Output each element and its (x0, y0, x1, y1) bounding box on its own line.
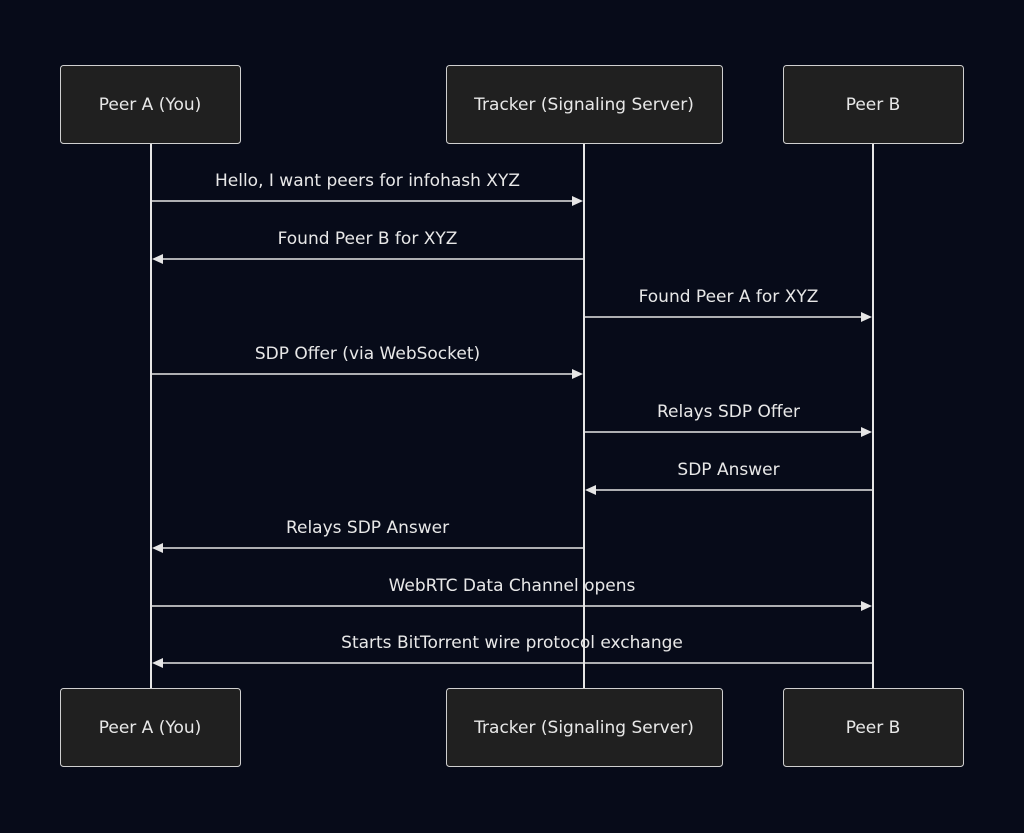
participant-box (446, 688, 723, 767)
participant-top-tracker-signaling-server: Tracker (Signaling Server) (446, 65, 723, 144)
participant-box (783, 65, 964, 144)
message-6: SDP Answer (585, 460, 873, 495)
participant-label: Peer B (846, 718, 901, 738)
participant-label: Peer B (846, 95, 901, 115)
participant-bottom-peer-b: Peer B (783, 688, 964, 767)
message-label: SDP Offer (via WebSocket) (255, 344, 480, 364)
arrowhead-icon (585, 485, 596, 495)
message-7: Relays SDP Answer (152, 518, 584, 553)
arrowhead-icon (152, 658, 163, 668)
message-5: Relays SDP Offer (584, 402, 872, 437)
participant-box (446, 65, 723, 144)
message-label: Starts BitTorrent wire protocol exchange (341, 633, 683, 653)
participant-top-peer-a-you: Peer A (You) (60, 65, 241, 144)
participant-bottom-tracker-signaling-server: Tracker (Signaling Server) (446, 688, 723, 767)
message-8: WebRTC Data Channel opens (151, 576, 872, 611)
participant-label: Peer A (You) (99, 718, 202, 738)
participant-box (783, 688, 964, 767)
participant-label: Tracker (Signaling Server) (473, 95, 694, 115)
arrowhead-icon (572, 369, 583, 379)
message-3: Found Peer A for XYZ (584, 287, 872, 322)
message-label: SDP Answer (677, 460, 779, 480)
participant-box (60, 65, 241, 144)
arrowhead-icon (152, 543, 163, 553)
arrowhead-icon (861, 427, 872, 437)
participant-label: Peer A (You) (99, 95, 202, 115)
participant-top-peer-b: Peer B (783, 65, 964, 144)
arrowhead-icon (861, 312, 872, 322)
message-label: Found Peer B for XYZ (278, 229, 458, 249)
message-4: SDP Offer (via WebSocket) (151, 344, 583, 379)
arrowhead-icon (152, 254, 163, 264)
arrowhead-icon (861, 601, 872, 611)
message-label: Found Peer A for XYZ (639, 287, 819, 307)
message-label: WebRTC Data Channel opens (389, 576, 636, 596)
message-label: Hello, I want peers for infohash XYZ (215, 171, 520, 191)
participant-bottom-peer-a-you: Peer A (You) (60, 688, 241, 767)
message-2: Found Peer B for XYZ (152, 229, 584, 264)
participant-label: Tracker (Signaling Server) (473, 718, 694, 738)
message-label: Relays SDP Answer (286, 518, 449, 538)
message-9: Starts BitTorrent wire protocol exchange (152, 633, 873, 668)
message-1: Hello, I want peers for infohash XYZ (151, 171, 583, 206)
arrowhead-icon (572, 196, 583, 206)
participant-box (60, 688, 241, 767)
message-label: Relays SDP Offer (657, 402, 800, 422)
